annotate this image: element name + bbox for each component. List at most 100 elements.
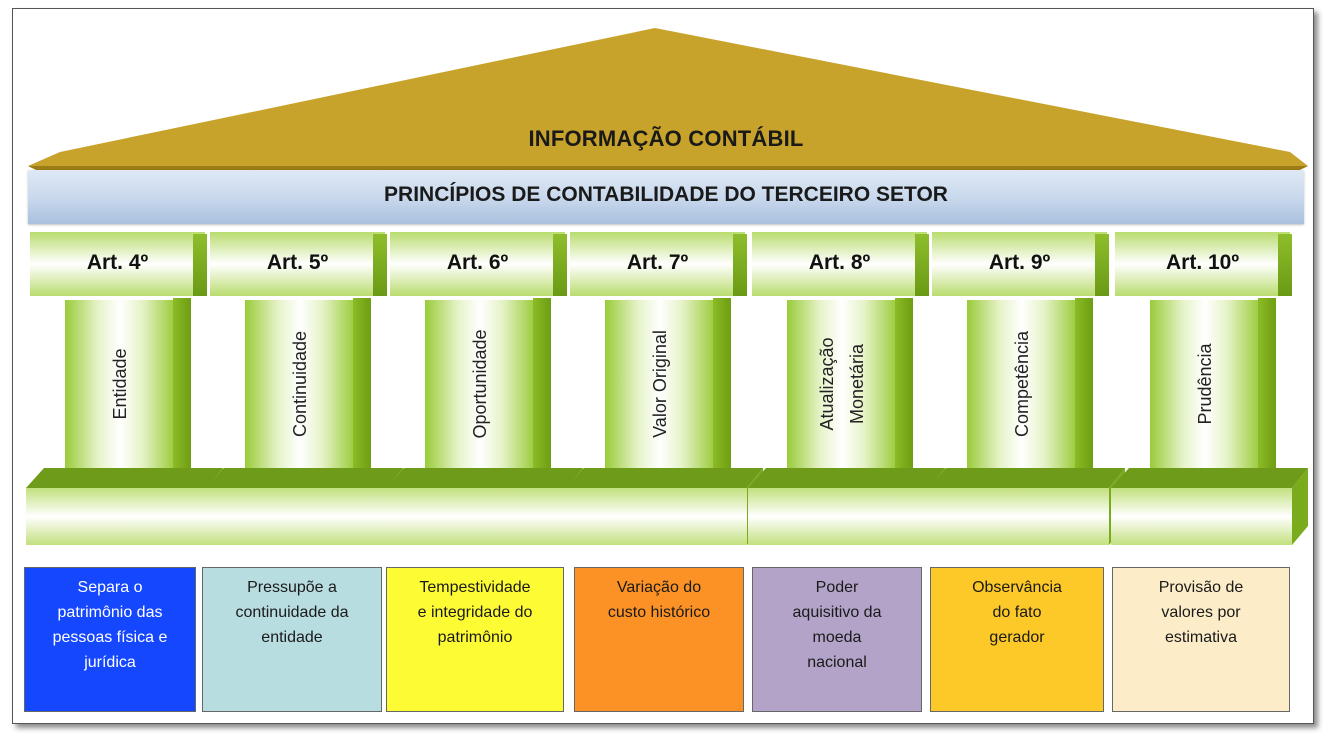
column-base <box>1111 488 1292 545</box>
principle-description-box: Poder aquisitivo da moeda nacional <box>752 567 922 712</box>
principle-description-line: moeda <box>812 629 862 646</box>
column-base <box>386 488 567 545</box>
beam-title: PRINCÍPIOS DE CONTABILIDADE DO TERCEIRO … <box>384 183 948 206</box>
principle-label-line: Oportunidade <box>470 329 490 439</box>
article-label: Art. 9º <box>988 251 1051 274</box>
principle-label-line: Valor Original <box>650 330 670 438</box>
column-capital: Art. 5º <box>210 232 385 296</box>
principle-label-line: Competência <box>1012 330 1032 438</box>
principle-label: Valor Original <box>645 330 675 438</box>
principle-description-box: Provisão de valores por estimativa <box>1112 567 1290 712</box>
principle-description-line: nacional <box>807 654 867 671</box>
column-shaft: Competência <box>967 300 1077 468</box>
principle-description-box: Separa o patrimônio das pessoas física e ju… <box>24 567 196 712</box>
principle-description-line: aquisitivo da <box>792 604 882 621</box>
principle-label: Prudência <box>1190 343 1220 424</box>
column-base-top <box>386 468 583 488</box>
principle-description-line: Provisão de <box>1158 579 1244 596</box>
principle-description: Separa o patrimônio das pessoas física e ju… <box>25 568 195 675</box>
principle-description-line: valores por <box>1161 604 1241 621</box>
roof-title: INFORMAÇÃO CONTÁBIL <box>528 126 804 151</box>
principle-description-line: Variação do <box>616 579 702 596</box>
principle-label: Entidade <box>105 348 135 419</box>
principle-description-box: Pressupõe a continuidade da entidade <box>202 567 382 712</box>
principle-description-line: patrimônio <box>437 629 513 646</box>
column-base-top <box>928 468 1125 488</box>
principle-label: Atualização Monetária <box>812 337 872 430</box>
principle-label-line: Monetária <box>847 343 867 425</box>
column-shaft-side <box>353 298 371 468</box>
column-shaft: Oportunidade <box>425 300 535 468</box>
principle-label-line: Entidade <box>110 348 130 420</box>
column-capital-side <box>553 234 567 296</box>
column-capital-side <box>733 234 747 296</box>
principle-description: Pressupõe a continuidade da entidade <box>203 568 381 650</box>
principle-label: Competência <box>1007 331 1037 437</box>
principle-description-line: Observância <box>972 579 1062 596</box>
column-capital-side <box>1278 234 1292 296</box>
column-capital: Art. 7º <box>570 232 745 296</box>
column-capital-side <box>373 234 387 296</box>
principle-label: Continuidade <box>285 331 315 437</box>
article-label: Art. 8º <box>808 251 871 274</box>
column-base-top <box>26 468 223 488</box>
column-base <box>748 488 929 545</box>
column-base-top <box>1111 468 1308 488</box>
principle-label-line: Prudência <box>1195 343 1215 425</box>
principle-label-line: Continuidade <box>290 330 310 438</box>
column-shaft: Prudência <box>1150 300 1260 468</box>
principle-description: Tempestividade e integridade do patrimônio <box>387 568 563 650</box>
principle-description: Variação do custo histórico <box>575 568 743 625</box>
column-shaft-side <box>533 298 551 468</box>
principle-description-line: Pressupõe a <box>247 579 337 596</box>
principle-description-box: Variação do custo histórico <box>574 567 744 712</box>
column-base <box>928 488 1109 545</box>
principle-description-line: Poder <box>815 579 859 596</box>
principle-description-line: entidade <box>261 629 323 646</box>
column-capital-side <box>915 234 929 296</box>
column-capital: Art. 9º <box>932 232 1107 296</box>
column-shaft-side <box>713 298 731 468</box>
article-label: Art. 7º <box>626 251 689 274</box>
column-base-top <box>566 468 763 488</box>
principle-description-box: Tempestividade e integridade do patrimônio <box>386 567 564 712</box>
column-capital-side <box>1095 234 1109 296</box>
principles-beam: PRINCÍPIOS DE CONTABILIDADE DO TERCEIRO … <box>28 170 1304 224</box>
principle-description-line: continuidade da <box>235 604 349 621</box>
column-base-top <box>206 468 403 488</box>
principle-description-line: Separa o <box>77 579 143 596</box>
column-shaft-side <box>1075 298 1093 468</box>
column-capital-side <box>193 234 207 296</box>
principle-description-line: jurídica <box>84 654 136 671</box>
principle-description: Poder aquisitivo da moeda nacional <box>753 568 921 675</box>
column-shaft: Atualização Monetária <box>787 300 897 468</box>
principle-description-line: e integridade do <box>417 604 533 621</box>
column-shaft: Continuidade <box>245 300 355 468</box>
roof-top <box>28 28 1308 166</box>
principle-label: Oportunidade <box>465 329 495 438</box>
column-capital: Art. 6º <box>390 232 565 296</box>
principle-description-line: custo histórico <box>607 604 711 621</box>
article-label: Art. 6º <box>446 251 509 274</box>
principle-description-line: patrimônio das <box>57 604 163 621</box>
principle-description-line: pessoas física e <box>52 629 168 646</box>
column-capital: Art. 10º <box>1115 232 1290 296</box>
principle-description: Provisão de valores por estimativa <box>1113 568 1289 650</box>
column-shaft-side <box>895 298 913 468</box>
column-shaft: Valor Original <box>605 300 715 468</box>
roof-edge <box>28 166 1308 170</box>
column-base-side <box>1292 468 1308 545</box>
principle-description-line: Tempestividade <box>419 579 531 596</box>
article-label: Art. 4º <box>86 251 149 274</box>
principle-description-line: estimativa <box>1164 629 1238 646</box>
column-shaft: Entidade <box>65 300 175 468</box>
column-base <box>566 488 747 545</box>
column-capital: Art. 4º <box>30 232 205 296</box>
column-base <box>206 488 387 545</box>
column-base-top <box>748 468 945 488</box>
principle-description-line: gerador <box>989 629 1045 646</box>
principle-label-line: Atualização <box>817 337 837 431</box>
article-label: Art. 5º <box>266 251 329 274</box>
